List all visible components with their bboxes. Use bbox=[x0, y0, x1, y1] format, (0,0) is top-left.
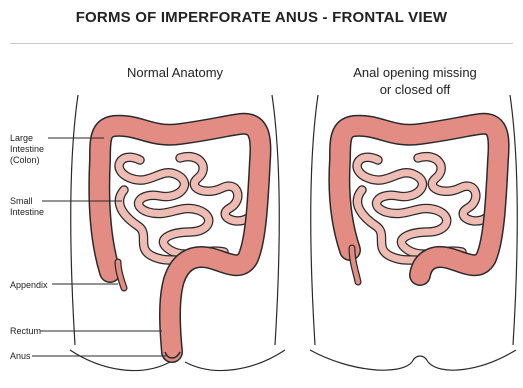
right-small-intestine bbox=[357, 157, 486, 264]
left-small-intestine bbox=[119, 157, 248, 264]
